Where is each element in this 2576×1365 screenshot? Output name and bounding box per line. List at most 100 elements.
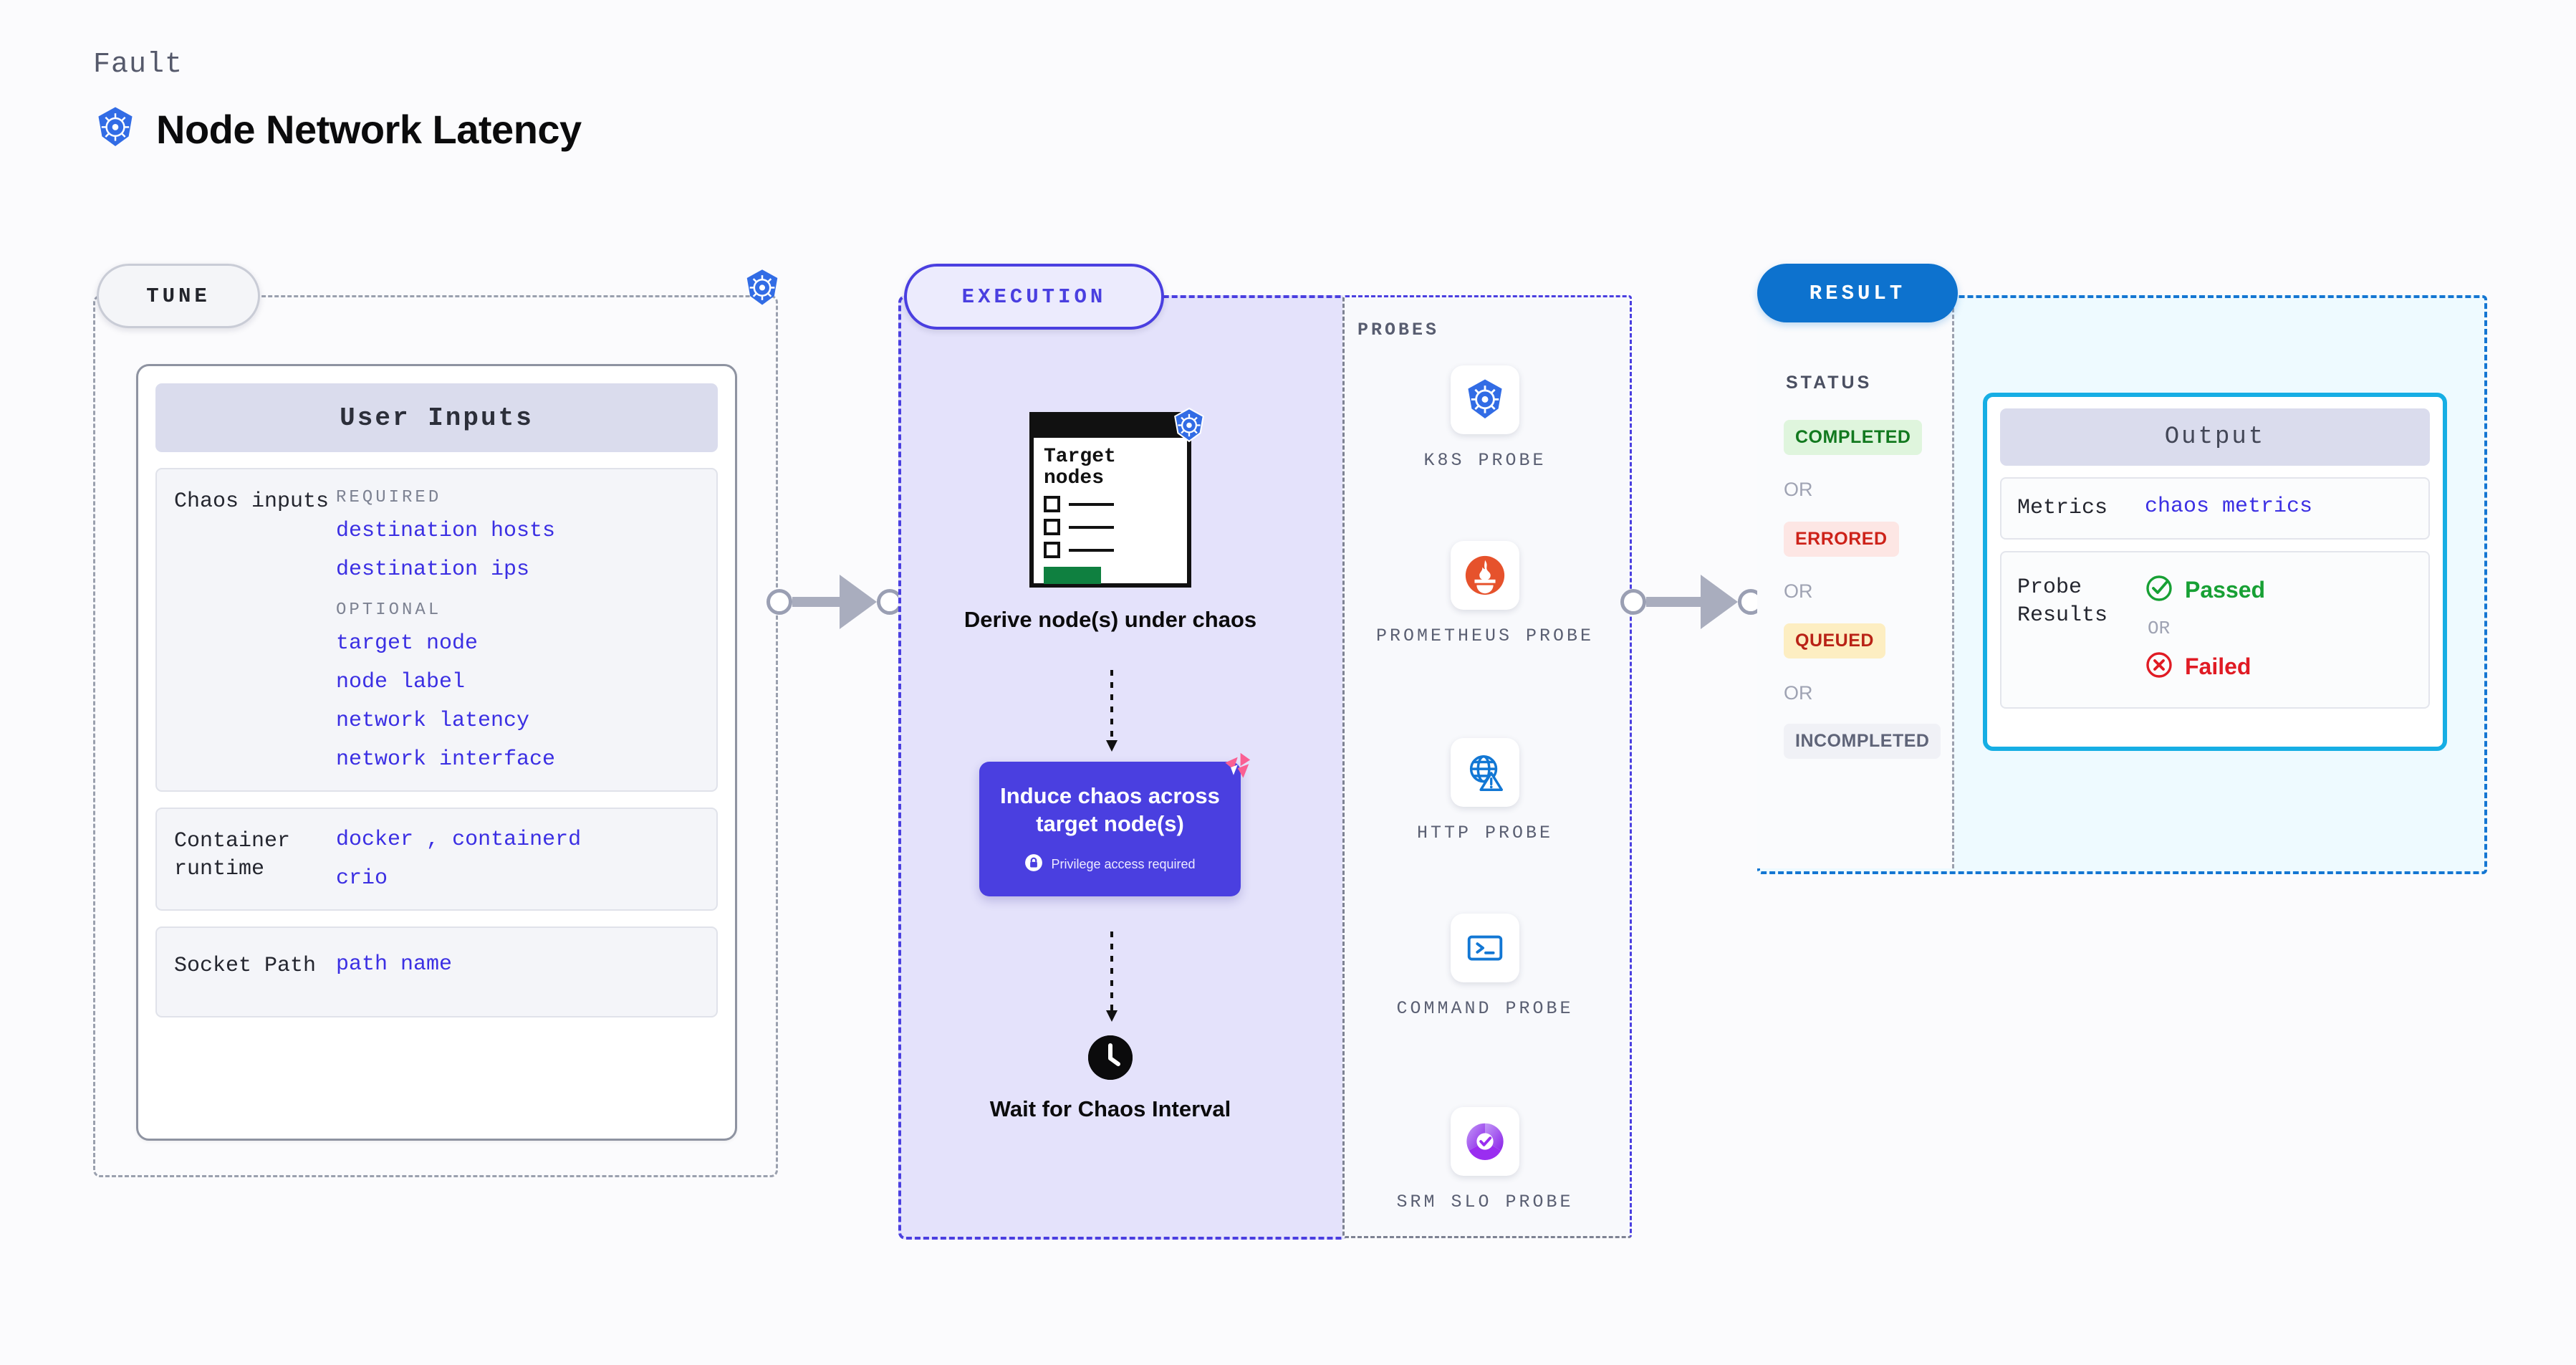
input-network-latency[interactable]: network latency [336, 709, 530, 733]
probes-title: PROBES [1357, 320, 1440, 340]
input-target-node[interactable]: target node [336, 631, 479, 656]
kubernetes-icon [742, 268, 782, 312]
probe-srm-slo[interactable]: SRM SLO PROBE [1342, 1107, 1628, 1215]
status-column [1757, 295, 1954, 868]
runtime-values-line1[interactable]: docker , containerd [336, 828, 716, 852]
fault-eyebrow: Fault [93, 49, 183, 81]
connector-bar [1646, 597, 1701, 607]
status-or-2: OR [1784, 580, 1813, 602]
runtime-docker[interactable]: docker [336, 828, 414, 852]
doc-dash [1069, 525, 1114, 529]
probe-results-row: Probe Results Passed OR [2000, 551, 2430, 709]
probe-result-failed: Failed [2145, 651, 2265, 683]
input-network-interface[interactable]: network interface [336, 747, 556, 772]
doc-titlebar [1034, 416, 1187, 438]
page-header: Fault Node Network Latency [93, 49, 582, 153]
socket-path-value[interactable]: path name [336, 952, 453, 977]
srm-slo-icon [1451, 1107, 1519, 1176]
doc-checkbox-line [1044, 542, 1187, 559]
doc-checkbox-line [1044, 496, 1187, 513]
metrics-row: Metrics chaos metrics [2000, 477, 2430, 540]
status-title: STATUS [1786, 373, 1873, 393]
prometheus-icon [1451, 541, 1519, 610]
doc-checkbox-line [1044, 519, 1187, 536]
metrics-value[interactable]: chaos metrics [2145, 494, 2313, 519]
probe-srm-slo-label: SRM SLO PROBE [1396, 1192, 1574, 1212]
privilege-note: Privilege access required [1024, 853, 1196, 876]
probe-http[interactable]: HTTP PROBE [1342, 738, 1628, 846]
induce-chaos-label: Induce chaos across target node(s) [1000, 782, 1220, 836]
status-badge-errored: ERRORED [1784, 522, 1899, 557]
probe-result-passed: Passed [2145, 574, 2265, 606]
user-inputs-card: User Inputs Chaos inputs REQUIRED destin… [136, 364, 737, 1141]
chaos-inputs-label: Chaos inputs [174, 489, 330, 514]
doc-dash [1069, 548, 1114, 552]
probe-prometheus[interactable]: PROMETHEUS PROBE [1342, 541, 1628, 648]
kubernetes-icon [1451, 365, 1519, 434]
input-node-label[interactable]: node label [336, 670, 466, 694]
status-badge-completed: COMPLETED [1784, 420, 1923, 455]
probe-command-label: COMMAND PROBE [1396, 998, 1574, 1019]
runtime-crio[interactable]: crio [336, 866, 388, 891]
checkbox-icon [1044, 542, 1060, 559]
x-circle-icon [2145, 651, 2173, 683]
doc-dash [1069, 502, 1114, 506]
status-or-3: OR [1784, 682, 1813, 704]
probe-command[interactable]: COMMAND PROBE [1342, 914, 1628, 1021]
doc-green-bar [1044, 567, 1101, 585]
container-runtime-label: Container runtime [174, 829, 291, 881]
terminal-icon [1451, 914, 1519, 982]
checkbox-icon [1044, 519, 1060, 536]
probe-prometheus-label: PROMETHEUS PROBE [1375, 626, 1595, 646]
http-globe-icon [1451, 738, 1519, 807]
tune-badge[interactable]: TUNE [97, 264, 260, 328]
clock-icon [1088, 1035, 1133, 1080]
privilege-note-text: Privilege access required [1051, 857, 1196, 872]
page-title: Node Network Latency [156, 107, 582, 152]
probe-k8s-label: K8S PROBE [1423, 450, 1547, 471]
probe-k8s[interactable]: K8S PROBE [1342, 365, 1628, 473]
connector-arrow [840, 575, 877, 629]
flow-arrow-chaos-to-wait [1106, 931, 1118, 1022]
derive-step-label: Derive node(s) under chaos [963, 607, 1257, 632]
target-nodes-title: Target nodes [1044, 446, 1116, 490]
connector-tune-execution [766, 573, 903, 631]
user-inputs-title: User Inputs [155, 383, 718, 452]
output-card: Output Metrics chaos metrics Probe Resul… [1983, 393, 2447, 751]
kubernetes-icon [1171, 407, 1208, 448]
output-title: Output [2000, 408, 2430, 466]
connector-dot-left [766, 589, 792, 615]
title-row: Node Network Latency [93, 105, 582, 153]
required-group-label: REQUIRED [336, 488, 442, 507]
status-badge-incompleted: INCOMPLETED [1784, 724, 1941, 759]
induce-chaos-card: Induce chaos across target node(s) Privi… [979, 762, 1241, 896]
probe-http-label: HTTP PROBE [1416, 823, 1554, 843]
wait-step-label: Wait for Chaos Interval [989, 1096, 1231, 1121]
result-badge[interactable]: RESULT [1757, 264, 1958, 322]
runtime-containerd[interactable]: containerd [452, 828, 582, 852]
chaos-inputs-row: Chaos inputs REQUIRED destination hosts … [155, 468, 718, 792]
connector-execution-result [1620, 573, 1764, 631]
connector-dot-left [1620, 589, 1646, 615]
litmuschaos-icon [1210, 747, 1254, 795]
lock-icon [1024, 853, 1043, 876]
connector-arrow [1701, 575, 1738, 629]
optional-group-label: OPTIONAL [336, 600, 442, 620]
probe-results-label: Probe Results [2017, 575, 2108, 628]
failed-label: Failed [2185, 653, 2251, 679]
input-destination-ips[interactable]: destination ips [336, 557, 530, 582]
tune-section [93, 295, 778, 1177]
socket-path-label: Socket Path [174, 954, 317, 978]
probe-result-or: OR [2148, 618, 2171, 639]
socket-path-row: Socket Path path name [155, 926, 718, 1017]
metrics-label: Metrics [2017, 496, 2108, 520]
target-nodes-card: Target nodes [1029, 412, 1191, 588]
connector-bar [792, 597, 840, 607]
flow-arrow-derive-to-chaos [1106, 670, 1118, 752]
checkbox-icon [1044, 496, 1060, 513]
runtime-separator: , [426, 828, 440, 852]
container-runtime-row: Container runtime docker , containerd cr… [155, 808, 718, 911]
execution-badge[interactable]: EXECUTION [904, 264, 1164, 330]
check-circle-icon [2145, 574, 2173, 606]
input-destination-hosts[interactable]: destination hosts [336, 519, 556, 543]
